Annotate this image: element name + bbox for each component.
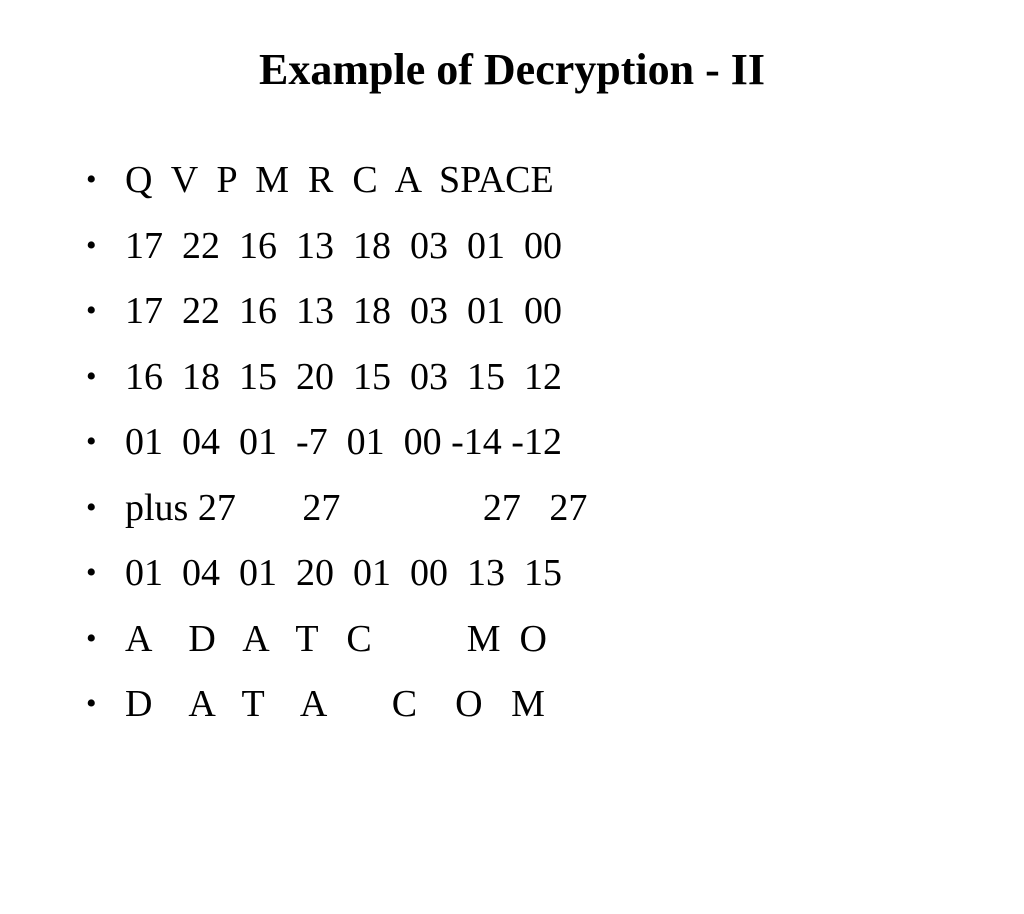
bullet-text: 01 04 01 -7 01 00 -14 -12 [125,421,562,463]
bullet-icon: • [86,359,97,393]
bullet-icon: • [86,163,97,196]
bullet-icon: • [86,687,97,720]
bullet-icon: • [86,621,97,655]
bullet-icon: • [86,294,97,327]
bullet-item: • 01 04 01 -7 01 00 -14 -12 [86,412,562,478]
bullet-text: plus 27 27 27 27 [125,486,588,529]
bullet-icon: • [86,490,97,524]
bullet-text: 01 04 01 20 01 00 13 15 [125,552,562,594]
bullet-text: A D A T C M O [125,617,547,660]
bullet-text: 17 22 16 13 18 03 01 00 [125,290,562,332]
bullet-item: • Q V P M R C A SPACE [86,150,554,216]
slide: Example of Decryption - II • Q V P M R C… [86,45,765,740]
slide-title: Example of Decryption - II [259,45,765,94]
bullet-text: D A T A C O M [125,683,545,725]
bullet-icon: • [86,556,97,589]
bullet-text: 17 22 16 13 18 03 01 00 [125,224,562,267]
bullet-item: • D A T A C O M [86,674,545,740]
bullet-item: • 16 18 15 20 15 03 15 12 [86,347,562,413]
bullet-item: • 17 22 16 13 18 03 01 00 [86,216,562,282]
bullet-item: • 17 22 16 13 18 03 01 00 [86,281,562,347]
bullet-item: • A D A T C M O [86,609,547,675]
bullet-icon: • [86,228,97,262]
bullet-text: 16 18 15 20 15 03 15 12 [125,355,562,398]
bullet-icon: • [86,425,97,458]
bullet-item: • 01 04 01 20 01 00 13 15 [86,543,562,609]
bullet-list: • Q V P M R C A SPACE • 17 22 16 13 18 0… [86,150,587,740]
bullet-item: • plus 27 27 27 27 [86,478,587,544]
bullet-text: Q V P M R C A SPACE [125,159,554,201]
